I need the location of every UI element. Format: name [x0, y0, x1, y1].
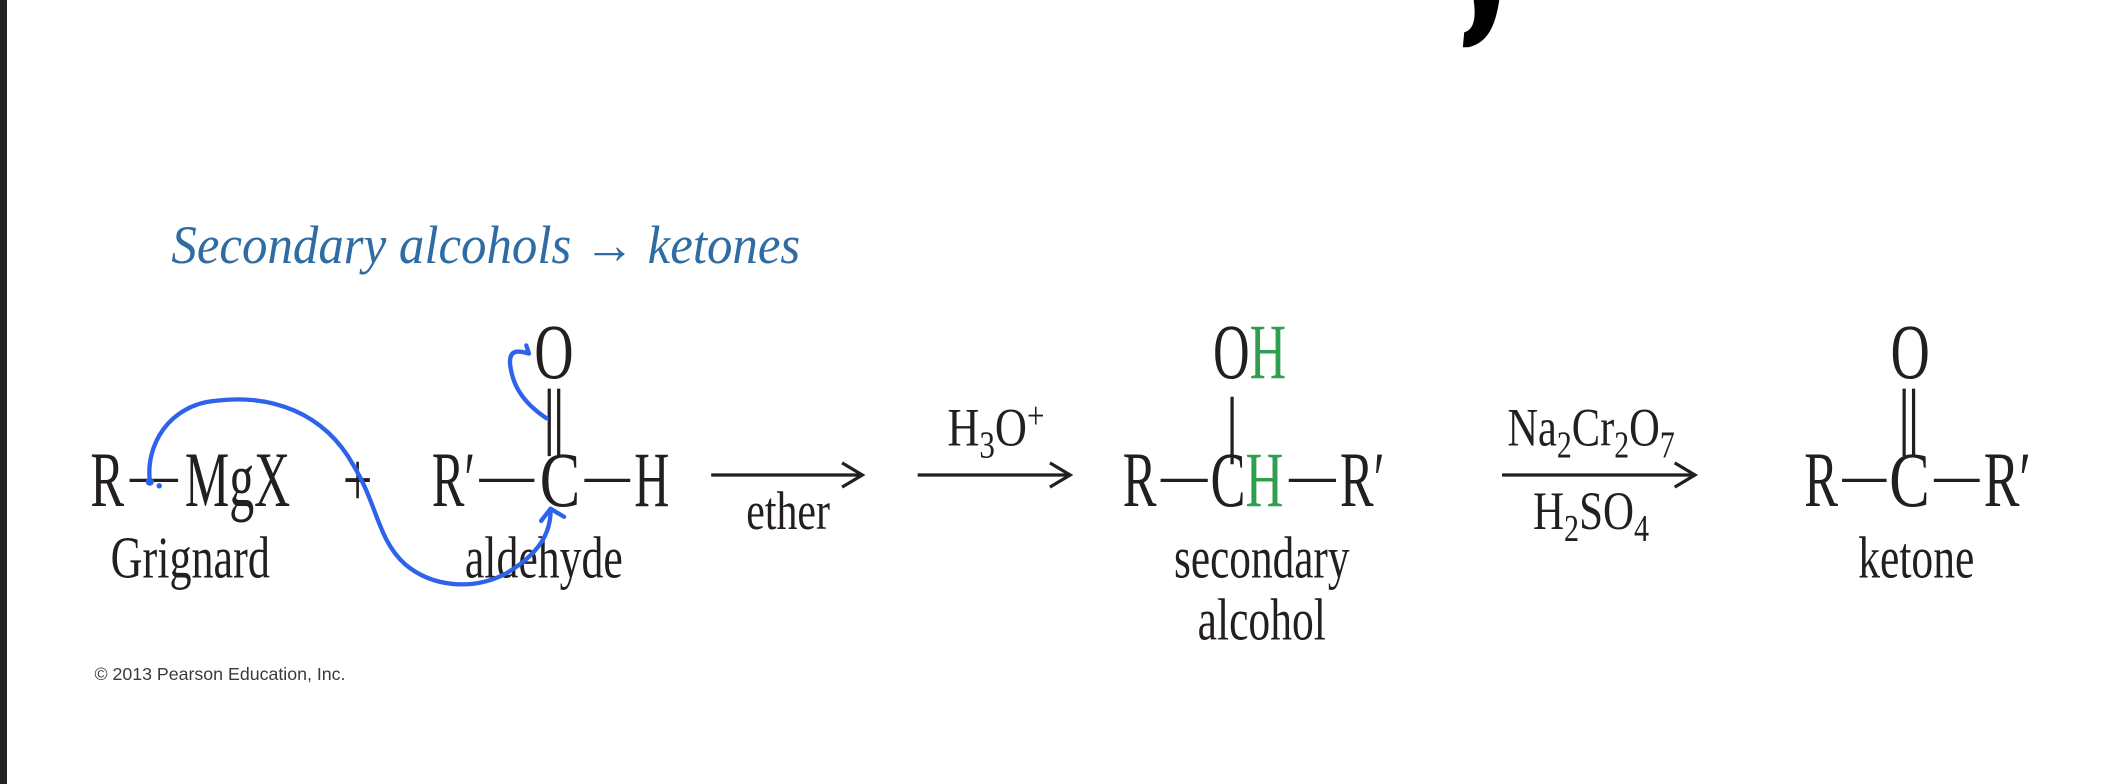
alcohol-ch: CH: [1210, 436, 1283, 523]
electron-dot-icon: [156, 483, 162, 489]
alcohol-oh: OH: [1213, 308, 1286, 395]
ketone-label: ketone: [1858, 525, 1974, 591]
aldehyde: R′ C H O aldehyde: [432, 308, 670, 591]
aldehyde-h: H: [634, 436, 669, 523]
copyright-notice: © 2013 Pearson Education, Inc.: [94, 664, 345, 684]
left-window-border: [0, 0, 7, 784]
ketone-o: O: [1891, 308, 1930, 395]
reaction-arrow-ether: ether: [711, 461, 866, 541]
alcohol-r: R: [1123, 436, 1157, 523]
reagent-sulfuric-acid: H2SO4: [1533, 481, 1649, 550]
section-title: Secondary alcohols → ketones: [171, 215, 800, 275]
grignard-label: Grignard: [111, 525, 270, 591]
reagent-sodium-dichromate: Na2Cr2O7: [1507, 397, 1674, 466]
ketone: R C R′ O ketone: [1804, 308, 2031, 591]
reagent-hydronium: H3O+: [947, 395, 1044, 467]
alcohol-r-prime: R′: [1340, 436, 1385, 523]
electron-dot-icon: [145, 477, 154, 486]
alcohol-label-line1: secondary: [1174, 525, 1350, 591]
cropped-heading-glyph: [1462, 0, 1500, 48]
reagent-ether: ether: [746, 481, 830, 541]
alcohol-label-line2: alcohol: [1198, 587, 1326, 653]
reaction-arrow-hydronium: H3O+: [917, 395, 1074, 489]
ketone-c: C: [1889, 436, 1929, 523]
arrowhead-icon: [538, 506, 567, 524]
curved-arrow-icon: [147, 397, 553, 587]
ketone-r-prime: R′: [1984, 436, 2031, 523]
grignard-reagent: R MgX Grignard: [90, 436, 290, 591]
grignard-r: R: [90, 436, 124, 523]
plus-sign: +: [343, 436, 373, 523]
reaction-arrow-oxidation: Na2Cr2O7 H2SO4: [1501, 397, 1699, 550]
grignard-mgx: MgX: [185, 436, 290, 523]
curved-arrow-icon: [507, 343, 549, 421]
aldehyde-o: O: [534, 308, 573, 395]
handwritten-annotations: [145, 343, 567, 587]
aldehyde-r: R′: [432, 436, 475, 523]
ketone-r: R: [1804, 436, 1838, 523]
secondary-alcohol: R CH R′ OH secondary alcohol: [1123, 308, 1385, 653]
